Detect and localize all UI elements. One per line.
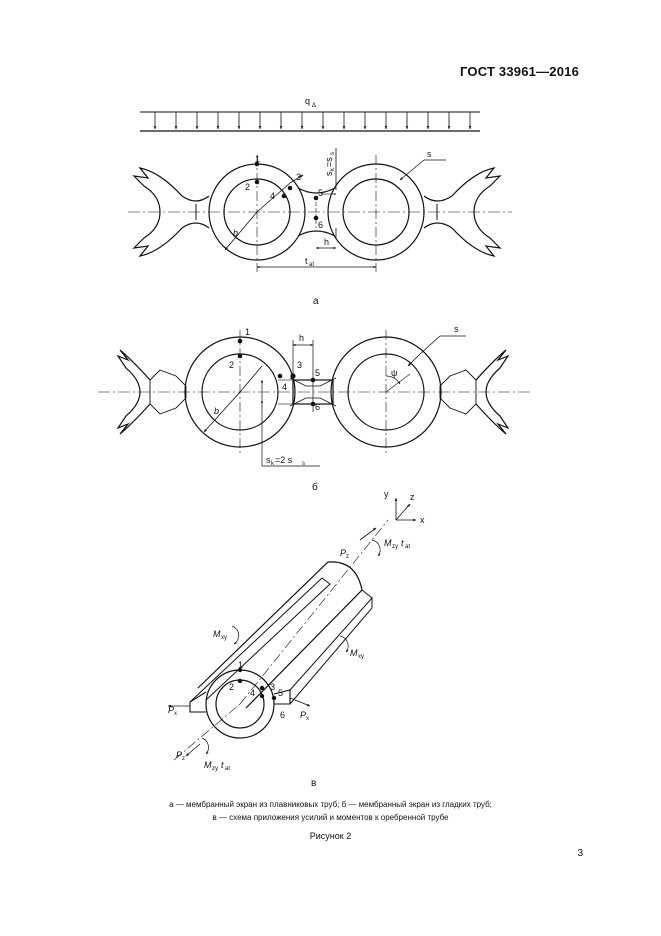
b-point-4-label: 4 [282, 382, 287, 392]
psi-label: ψ [391, 368, 397, 378]
mxy-sub-left: xy [221, 635, 227, 641]
b-label: b [233, 228, 238, 238]
point-1-label: 1 [255, 154, 260, 164]
caption-line-1: а — мембранный экран из плавниковых труб… [169, 800, 492, 809]
b-point-3-label: 3 [297, 360, 302, 370]
b-point-5-label: 5 [315, 368, 320, 378]
page-number: 3 [577, 848, 583, 859]
b-point-2-label: 2 [229, 360, 234, 370]
b-sk-label: s [266, 455, 271, 465]
mzy-sub-top: zy [392, 544, 398, 550]
b-sk-sub2: s [302, 461, 305, 467]
figure-a-finned-tubes [128, 111, 512, 272]
point-5-label: 5 [318, 188, 323, 198]
b-b-label: b [214, 406, 219, 416]
b-s-label: s [454, 324, 459, 334]
svg-text:=s: =s [324, 157, 334, 167]
t-label-top: t [401, 538, 404, 548]
pz-label-bottom: P [176, 750, 182, 760]
load-q-label: q [305, 96, 310, 106]
pz-sub-bottom: z [182, 756, 185, 762]
mxy-label-right: M [350, 648, 358, 658]
c-point-4-label: 4 [250, 688, 255, 698]
c-point-2-label: 2 [229, 682, 234, 692]
b-sk-sub: k [271, 461, 275, 467]
axis-z-label: z [410, 492, 415, 502]
mxy-sub-right: xy [358, 654, 364, 660]
mzy-label-bottom: M [204, 760, 212, 770]
load-q-sub: Δ [312, 103, 316, 109]
caption-line-2: в — схема приложения усилий и моментов к… [212, 813, 449, 822]
figure-b-smooth-tubes [98, 330, 530, 467]
pz-label-top: P [340, 548, 346, 558]
t-sub-bottom: at [225, 766, 230, 772]
mxy-label-left: M [213, 629, 221, 639]
distributed-load [140, 111, 480, 132]
t-label: t [305, 256, 308, 266]
c-point-3-label: 3 [270, 682, 275, 692]
point-6-label: 6 [318, 220, 323, 230]
figure-c-labels: y z x P z M zy t at M xy M xy 1 2 3 4 5 … [168, 489, 425, 789]
mzy-sub-bottom: zy [212, 766, 218, 772]
figure-title: Рисунок 2 [309, 831, 352, 841]
t-sub: at [309, 262, 314, 268]
mzy-label-top: M [384, 538, 392, 548]
t-sub-top: at [405, 544, 410, 550]
point-2-label: 2 [245, 182, 250, 192]
figure-a-sublabel: а [313, 296, 319, 307]
svg-text:s: s [330, 152, 336, 155]
h-label: h [324, 237, 329, 247]
c-point-6-label: 6 [280, 710, 285, 720]
pz-sub-top: z [346, 554, 349, 560]
b-h-label: h [299, 333, 304, 343]
axis-y-label: y [384, 489, 389, 499]
t-label-bottom: t [221, 760, 224, 770]
c-point-5-label: 5 [278, 688, 283, 698]
px-sub-right: x [306, 716, 309, 722]
figure-b-sublabel: б [312, 481, 318, 493]
b-point-6-label: 6 [315, 402, 320, 412]
point-3-label: 3 [296, 172, 301, 182]
axis-x-label: x [420, 515, 425, 525]
figure-b-labels: 1 2 3 4 5 6 b s h ψ s k =2 s s б [214, 324, 459, 493]
standard-code: ГОСТ 33961—2016 [460, 64, 579, 79]
b-sk-eq: =2 s [275, 455, 293, 465]
svg-text:k: k [330, 167, 336, 171]
px-label-left: P [168, 705, 174, 715]
figure-c-finned-tube-3d [167, 497, 417, 761]
px-label-right: P [300, 710, 306, 720]
point-4-label: 4 [270, 191, 275, 201]
svg-text:s: s [324, 171, 334, 176]
sk-label-group: s k =s s [324, 152, 336, 176]
px-sub-left: x [174, 711, 177, 717]
figure-c-sublabel: в [311, 778, 316, 789]
s-label: s [427, 149, 432, 159]
c-point-1-label: 1 [238, 660, 243, 670]
figure-a-labels: q Δ 1 2 3 4 5 6 b s s k =s s h t at а [233, 96, 432, 307]
b-point-1-label: 1 [245, 327, 250, 337]
